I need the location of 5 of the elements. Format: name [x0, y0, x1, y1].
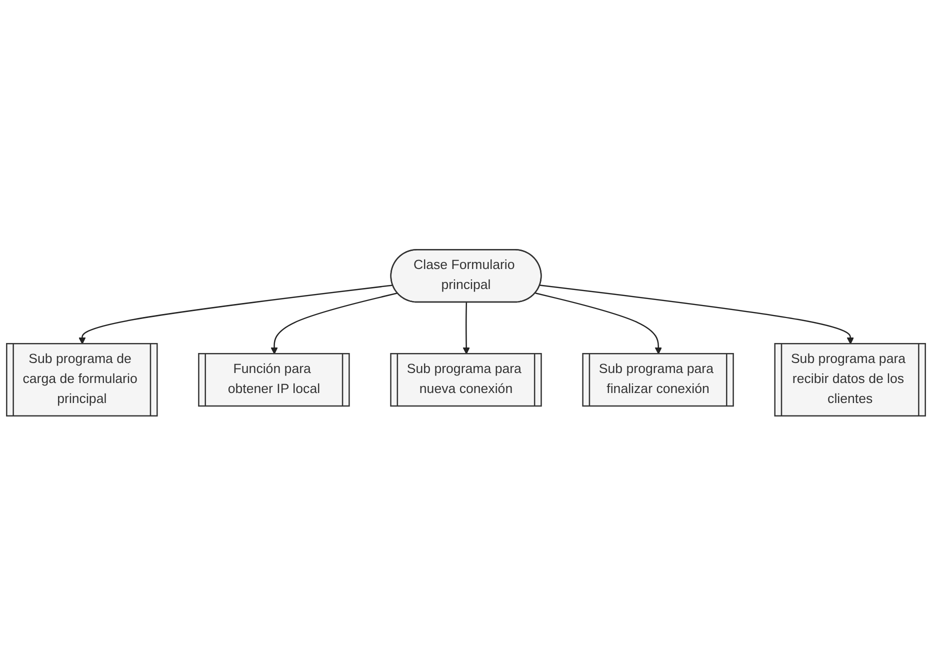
arrow [270, 292, 398, 355]
arrow [535, 292, 662, 355]
arrow [540, 284, 854, 345]
arrow [462, 302, 470, 355]
arrow [78, 284, 393, 345]
